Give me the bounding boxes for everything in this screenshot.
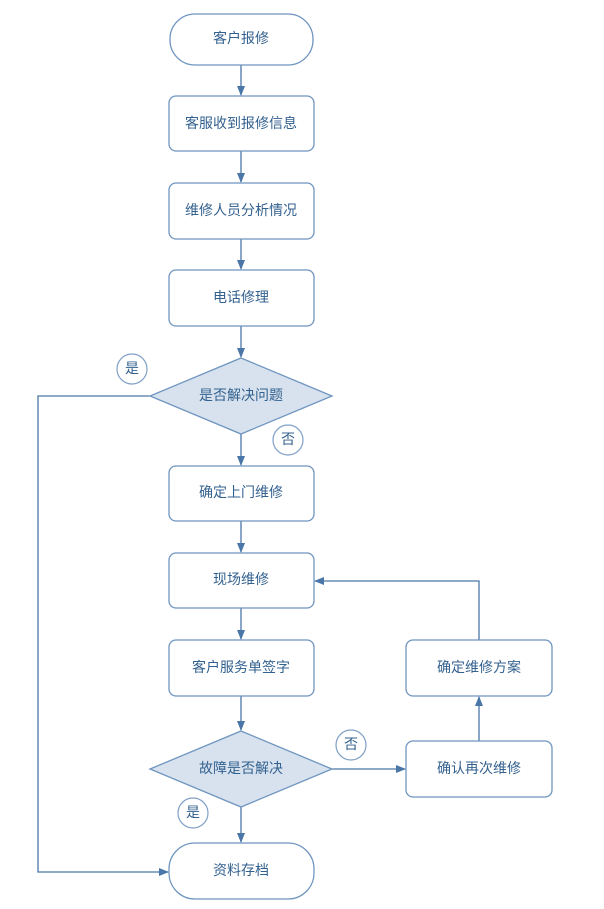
arrow-decision1-yes xyxy=(37,395,169,876)
node-onsite-confirm-label: 确定上门维修 xyxy=(199,485,283,501)
node-plan-label: 确定维修方案 xyxy=(437,659,521,676)
node-start-label: 客户报修 xyxy=(213,30,269,47)
node-reconfirm-label: 确认再次维修 xyxy=(437,761,521,777)
edge-label-d1-yes: 是 xyxy=(116,353,148,385)
node-onsite-label: 现场维修 xyxy=(213,572,269,588)
decision-1: 是否解决问题 xyxy=(148,357,334,435)
node-onsite: 现场维修 xyxy=(168,552,315,609)
node-analyze-label: 维修人员分析情况 xyxy=(185,203,297,219)
node-start: 客户报修 xyxy=(169,13,314,66)
decision-2: 故障是否解决 xyxy=(148,730,334,808)
edge-label-d2-yes-text: 是 xyxy=(186,805,200,821)
node-plan: 确定维修方案 xyxy=(405,639,553,697)
arrow-plan-onsite xyxy=(314,577,480,640)
node-sign-label: 客户服务单签字 xyxy=(192,659,290,676)
node-analyze: 维修人员分析情况 xyxy=(168,182,315,240)
node-sign: 客户服务单签字 xyxy=(168,639,315,697)
edge-label-d1-no-text: 否 xyxy=(281,432,295,448)
node-reconfirm: 确认再次维修 xyxy=(405,740,553,798)
decision-1-label: 是否解决问题 xyxy=(199,388,283,404)
node-end-label: 资料存档 xyxy=(213,863,269,879)
edge-label-d2-no: 否 xyxy=(335,729,367,761)
node-receive: 客服收到报修信息 xyxy=(168,95,315,152)
connectors xyxy=(37,65,483,876)
node-phone-label: 电话修理 xyxy=(213,290,269,306)
node-end: 资料存档 xyxy=(168,842,315,900)
node-onsite-confirm: 确定上门维修 xyxy=(168,465,315,522)
decision-2-label: 故障是否解决 xyxy=(199,761,283,777)
edge-label-d2-no-text: 否 xyxy=(344,737,358,753)
edge-label-d1-yes-text: 是 xyxy=(125,361,139,377)
node-phone: 电话修理 xyxy=(168,269,315,327)
edge-label-d2-yes: 是 xyxy=(177,797,209,829)
edge-label-d1-no: 否 xyxy=(272,424,304,456)
node-receive-label: 客服收到报修信息 xyxy=(185,115,297,132)
